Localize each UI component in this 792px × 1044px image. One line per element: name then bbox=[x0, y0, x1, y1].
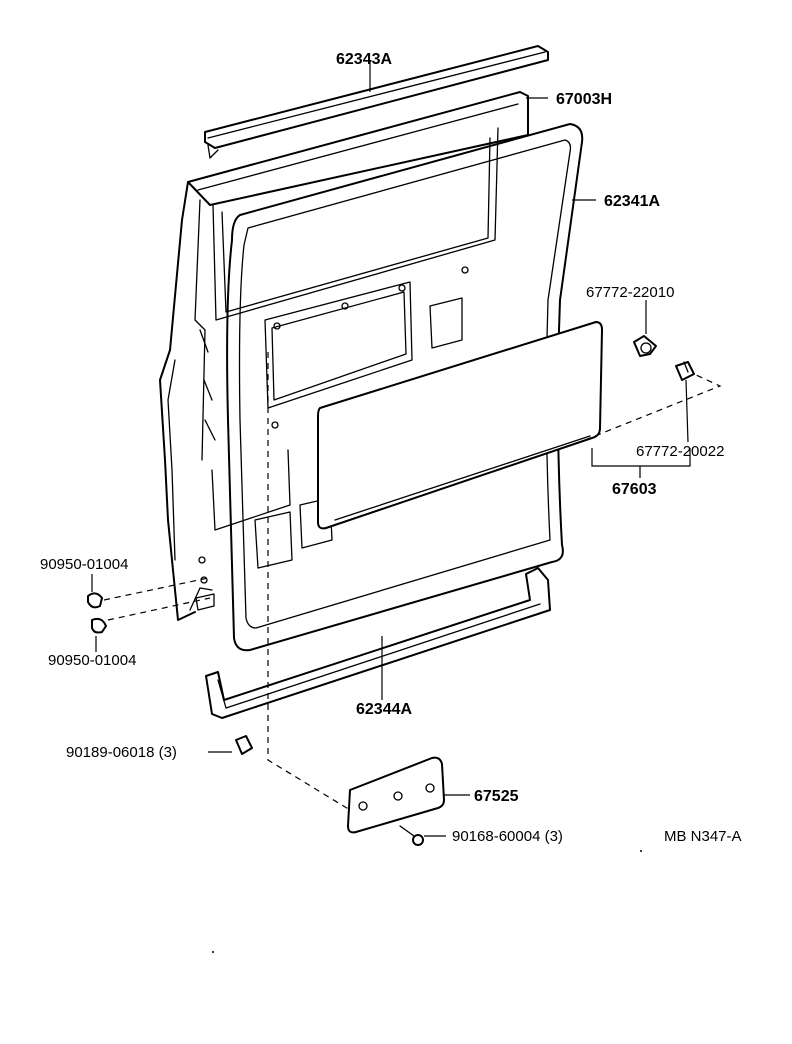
label-weatherstrip: 62341A bbox=[604, 193, 660, 210]
label-cover-plate: 67525 bbox=[474, 788, 519, 805]
lower-channel bbox=[205, 567, 551, 719]
label-trim-board: 67603 bbox=[612, 481, 657, 498]
label-screw: 90168-60004 (3) bbox=[452, 828, 563, 845]
cover-plate bbox=[347, 756, 445, 834]
screw bbox=[399, 825, 424, 846]
upper-channel bbox=[204, 45, 549, 159]
stray-dot bbox=[212, 951, 214, 953]
label-lower-channel: 62344A bbox=[356, 701, 412, 718]
label-clip-a: 67772-22010 bbox=[586, 284, 674, 301]
stray-dot bbox=[640, 850, 642, 852]
weatherstrip bbox=[226, 123, 584, 652]
trim-board bbox=[317, 321, 603, 530]
label-plug-lower: 90950-01004 bbox=[48, 652, 136, 669]
door-frame bbox=[159, 91, 529, 621]
label-drawing-code: MB N347-A bbox=[664, 828, 742, 845]
label-upper-channel: 62343A bbox=[336, 51, 392, 68]
label-fastener-clip: 90189-06018 (3) bbox=[66, 744, 177, 761]
fastener-clip bbox=[235, 735, 253, 755]
clip-b bbox=[675, 361, 695, 381]
plug-upper bbox=[87, 592, 103, 609]
label-clip-b: 67772-20022 bbox=[636, 443, 724, 460]
plug-lower bbox=[91, 617, 107, 634]
clip-a bbox=[633, 335, 657, 357]
label-door-frame-seal: 67003H bbox=[556, 91, 612, 108]
label-plug-upper: 90950-01004 bbox=[40, 556, 128, 573]
